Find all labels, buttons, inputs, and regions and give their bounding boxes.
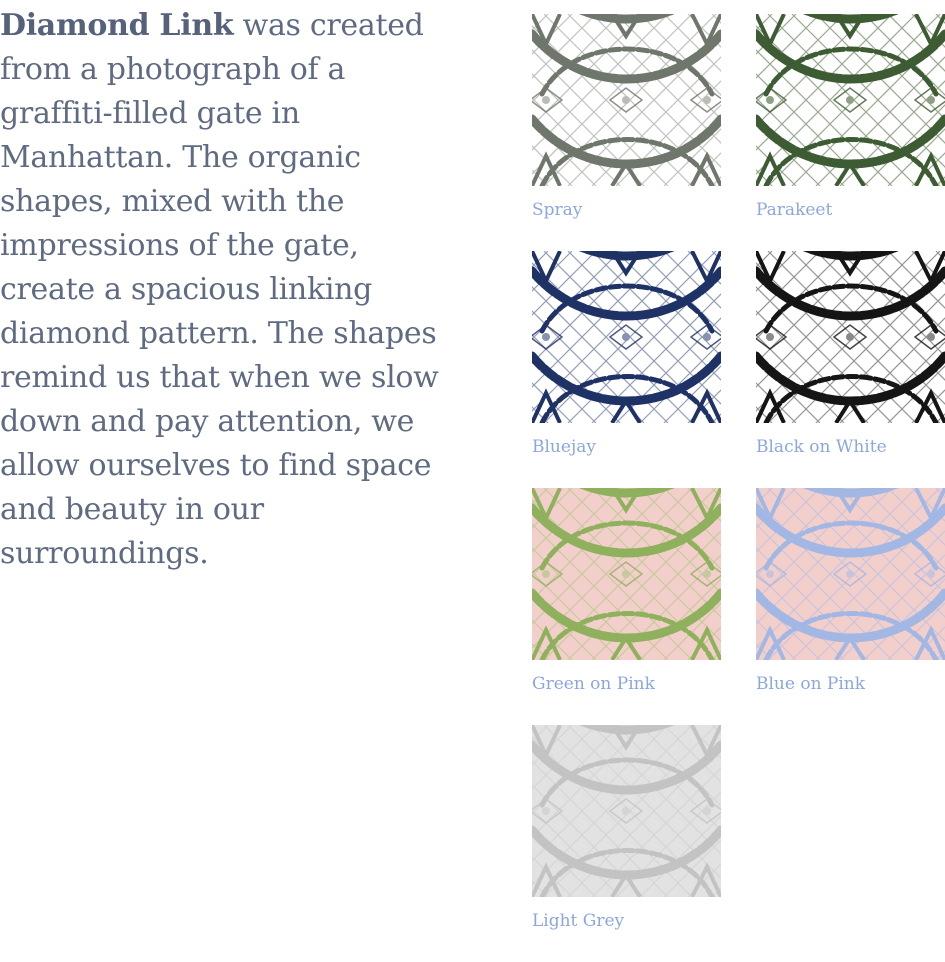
colorway-label[interactable]: Parakeet bbox=[756, 200, 833, 220]
colorway-spray[interactable]: Spray bbox=[532, 14, 721, 251]
colorway-light-grey[interactable]: Light Grey bbox=[532, 725, 721, 962]
colorway-grid: Spray Parakeet Bluejay Black on White Gr… bbox=[532, 14, 945, 962]
colorway-label[interactable]: Green on Pink bbox=[532, 674, 655, 694]
colorway-black-on-white[interactable]: Black on White bbox=[756, 251, 945, 488]
colorway-label[interactable]: Light Grey bbox=[532, 911, 625, 931]
product-name: Diamond Link bbox=[0, 8, 234, 43]
colorway-label[interactable]: Spray bbox=[532, 200, 583, 220]
colorway-parakeet[interactable]: Parakeet bbox=[756, 14, 945, 251]
pattern-swatch[interactable] bbox=[532, 488, 721, 660]
colorway-blue-on-pink[interactable]: Blue on Pink bbox=[756, 488, 945, 725]
colorway-green-on-pink[interactable]: Green on Pink bbox=[532, 488, 721, 725]
pattern-swatch[interactable] bbox=[532, 251, 721, 423]
colorway-label[interactable]: Black on White bbox=[756, 437, 887, 457]
colorway-label[interactable]: Blue on Pink bbox=[756, 674, 866, 694]
product-description: Diamond Link was created from a photogra… bbox=[0, 4, 460, 576]
colorway-bluejay[interactable]: Bluejay bbox=[532, 251, 721, 488]
pattern-swatch[interactable] bbox=[532, 725, 721, 897]
pattern-swatch[interactable] bbox=[756, 251, 945, 423]
pattern-swatch[interactable] bbox=[532, 14, 721, 186]
pattern-swatch[interactable] bbox=[756, 488, 945, 660]
description-text: was created from a photograph of a graff… bbox=[0, 8, 439, 571]
colorway-label[interactable]: Bluejay bbox=[532, 437, 596, 457]
pattern-swatch[interactable] bbox=[756, 14, 945, 186]
